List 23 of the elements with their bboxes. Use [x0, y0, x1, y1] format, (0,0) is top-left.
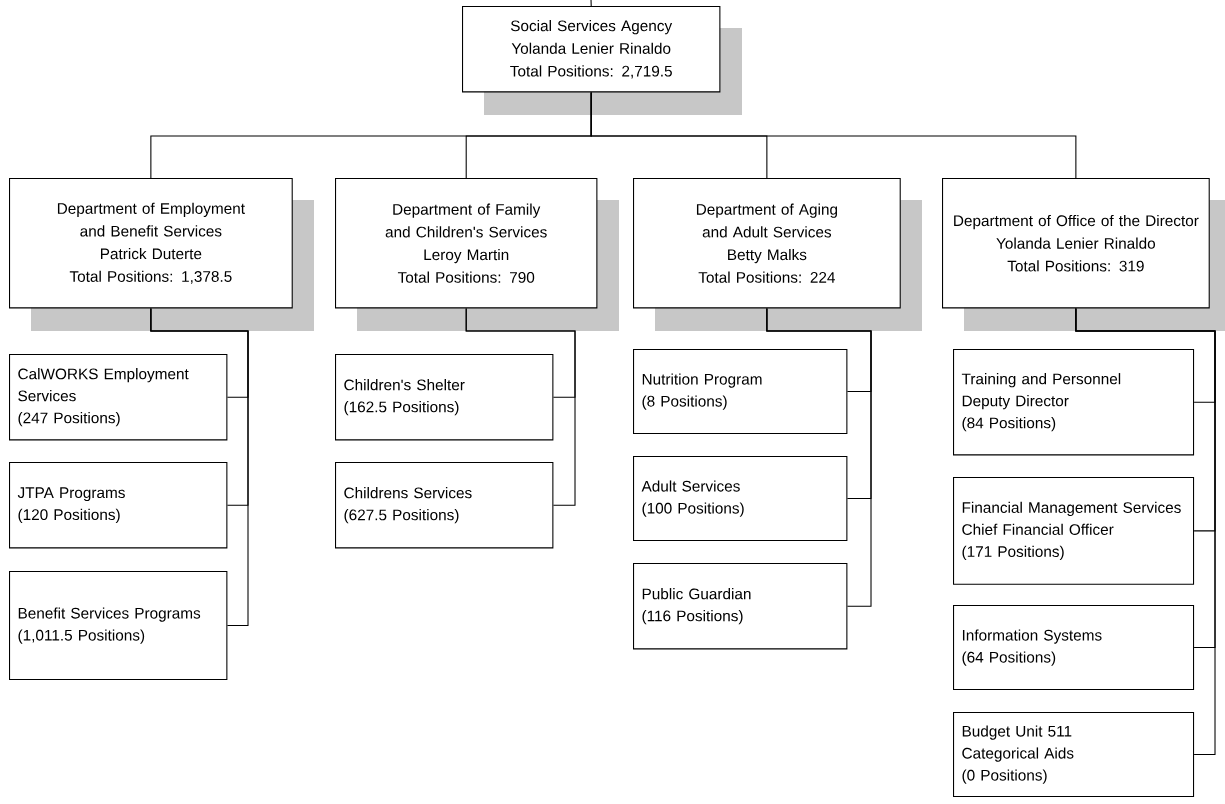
unit-box: Nutrition Program (8 Positions): [633, 349, 848, 435]
department-box: Department of Family and Children's Services Leroy Martin Total Positions: 790: [335, 178, 619, 331]
unit-box: JTPA Programs (120 Positions): [9, 462, 228, 549]
unit-box: Information Systems (64 Positions): [953, 605, 1195, 691]
connector-line: [150, 307, 249, 627]
connector-line: [465, 307, 576, 506]
unit-box: Adult Services (100 Positions): [633, 456, 848, 542]
unit-box: Training and Personnel Deputy Director (84 Positions): [953, 349, 1195, 456]
department-box: Department of Office of the Director Yolanda Lenier Rinaldo Total Positions: 319: [942, 178, 1225, 331]
connector-line: [1075, 307, 1216, 756]
unit-box: Financial Management Services Chief Financial Officer (171 Positions): [953, 477, 1195, 585]
department-box: Department of Employment and Benefit Services Patrick Duterte Total Positions: 1,378.5: [9, 178, 314, 331]
unit-box: Children's Shelter (162.5 Positions): [335, 354, 554, 441]
unit-box: Budget Unit 511 Categorical Aids (0 Positions): [953, 712, 1195, 798]
unit-box: Public Guardian (116 Positions): [633, 563, 848, 650]
department-box: Department of Aging and Adult Services Betty Malks Total Positions: 224: [633, 178, 922, 331]
connector-line: [766, 307, 872, 607]
connector-line: [590, 91, 1077, 179]
agency-box: Social Services Agency Yolanda Lenier Rinaldo Total Positions: 2,719.5: [462, 6, 742, 115]
connector-line: [590, 0, 592, 7]
unit-box: CalWORKS Employment Services (247 Positions): [9, 354, 228, 441]
unit-box: Childrens Services (627.5 Positions): [335, 462, 554, 549]
unit-box: Benefit Services Programs (1,011.5 Positions): [9, 571, 228, 681]
